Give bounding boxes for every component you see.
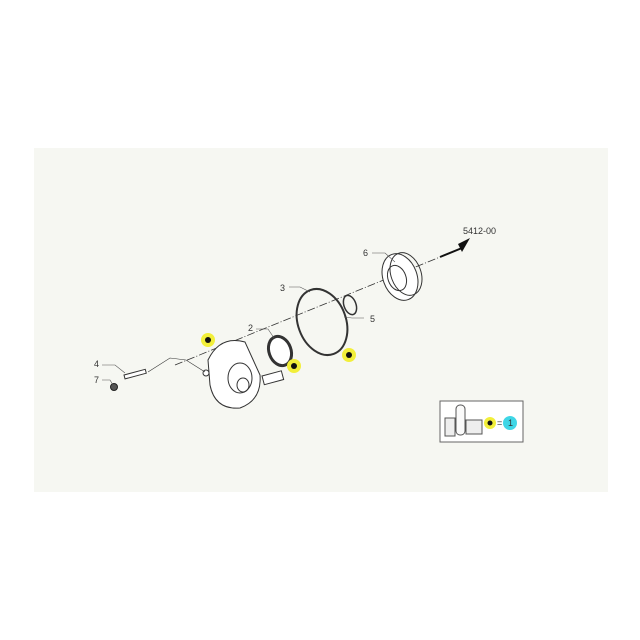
part-4-stud[interactable] — [123, 368, 147, 380]
lubricate-marker-icon — [342, 348, 356, 362]
lubricate-marker-icon — [201, 333, 215, 347]
callout-6: 6 — [363, 248, 368, 258]
callout-2: 2 — [248, 323, 253, 333]
callout-5: 5 — [370, 314, 375, 324]
callout-7: 7 — [94, 375, 99, 385]
legend-equals: = — [497, 418, 502, 428]
part-7-nut[interactable] — [110, 383, 118, 391]
lubricant-legend: = 1 — [439, 400, 524, 443]
part-5-circlip[interactable] — [341, 294, 359, 317]
part-3-o-ring[interactable] — [288, 282, 356, 362]
leader-line — [147, 357, 206, 373]
callout-3: 3 — [280, 283, 285, 293]
part-2-seal[interactable] — [265, 333, 296, 369]
callout-4: 4 — [94, 359, 99, 369]
arrow-head-icon — [458, 238, 470, 252]
part-1-housing[interactable] — [202, 340, 285, 409]
reference-arrow — [439, 247, 463, 258]
lubricate-marker-icon — [287, 359, 301, 373]
reference-label: 5412-00 — [463, 226, 496, 236]
part-6-pulley[interactable] — [376, 248, 428, 305]
legend-quantity: 1 — [508, 418, 513, 428]
